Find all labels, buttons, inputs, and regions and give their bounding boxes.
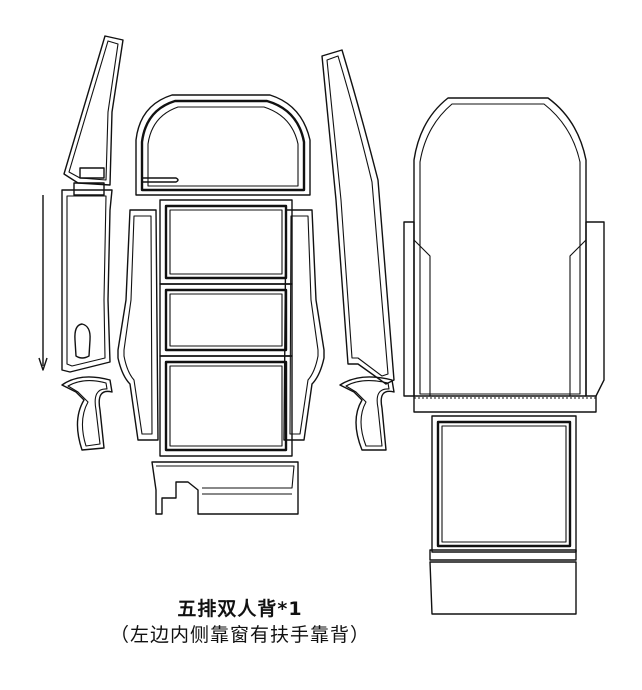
backrest-main-panel <box>403 97 605 413</box>
right-lower-curve-piece <box>339 376 395 451</box>
backrest-bottom-strip <box>429 549 577 615</box>
left-lower-curve-piece <box>61 376 113 451</box>
right-long-side-strip <box>321 49 395 385</box>
backrest-lower-panel <box>431 415 577 553</box>
right-side-wing-piece <box>283 209 325 441</box>
bottom-flap-piece <box>151 461 299 515</box>
center-panel-middle <box>159 283 293 357</box>
center-panel-upper <box>159 199 293 285</box>
center-panel-lower <box>159 355 293 457</box>
diagram-subtitle: （左边内侧靠窗有扶手靠背） <box>109 624 370 646</box>
left-top-strip <box>63 35 124 186</box>
left-long-side-strip <box>38 182 113 373</box>
left-side-wing-piece <box>117 209 159 441</box>
diagram-title: 五排双人背*1 <box>177 598 303 620</box>
headrest-top-panel <box>135 94 311 196</box>
